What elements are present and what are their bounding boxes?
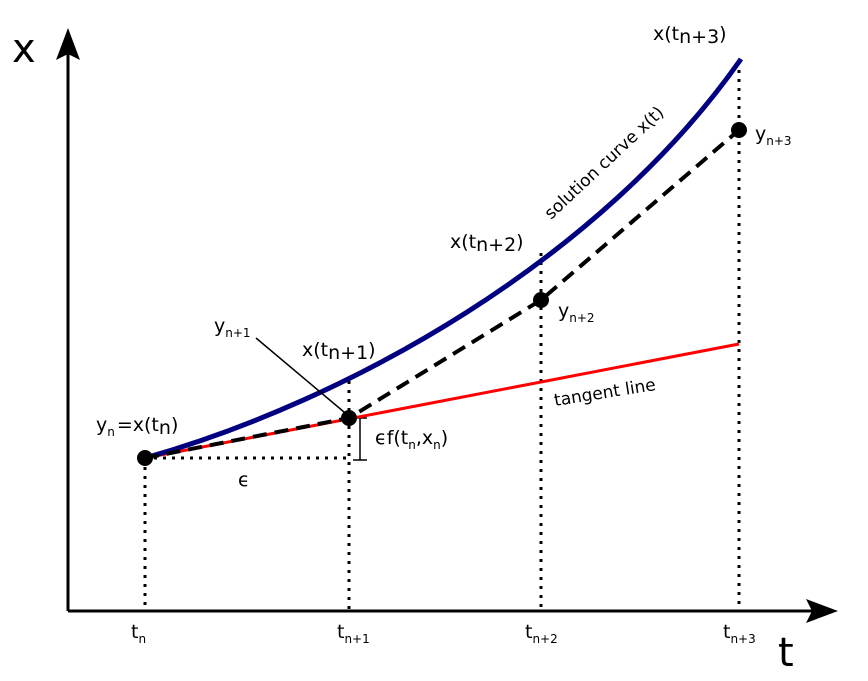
x-axis-arrow-icon (56, 28, 80, 60)
x-axis-label: x (12, 26, 36, 72)
x-tn2-label: x(tn+2) (450, 231, 524, 256)
t-tick-labels: tn tn+1 tn+2 tn+3 (131, 621, 756, 646)
tick-label-tn: tn (131, 621, 146, 646)
tick-label-tn3: tn+3 (723, 621, 756, 646)
t-axis-label: t (778, 630, 794, 676)
x-tn1-label: x(tn+1) (302, 339, 376, 364)
yn2-label: yn+2 (558, 300, 595, 325)
pointer-line-yn1 (255, 337, 345, 413)
data-points (137, 122, 747, 466)
x-tn3-label: x(tn+3) (653, 23, 727, 48)
solution-curve (144, 57, 744, 461)
tangent-line-label: tangent line (553, 375, 658, 411)
yn1-label: yn+1 (214, 315, 251, 340)
point-yn-icon (137, 450, 153, 466)
point-yn2-icon (533, 292, 549, 308)
point-yn3-icon (731, 122, 747, 138)
tick-label-tn2: tn+2 (525, 621, 558, 646)
euler-approximation-path (144, 128, 741, 460)
increment-label: ϵf(tn,xn) (375, 427, 448, 452)
yn3-label: yn+3 (755, 123, 792, 148)
t-axis-arrow-icon (806, 599, 838, 623)
increment-bracket (353, 417, 367, 461)
step-size-label: ϵ (238, 469, 250, 491)
yn-equals-label: yn=x(tn) (96, 414, 178, 439)
axes: x t (12, 26, 838, 676)
tick-label-tn1: tn+1 (337, 621, 370, 646)
point-yn1-icon (341, 410, 357, 426)
